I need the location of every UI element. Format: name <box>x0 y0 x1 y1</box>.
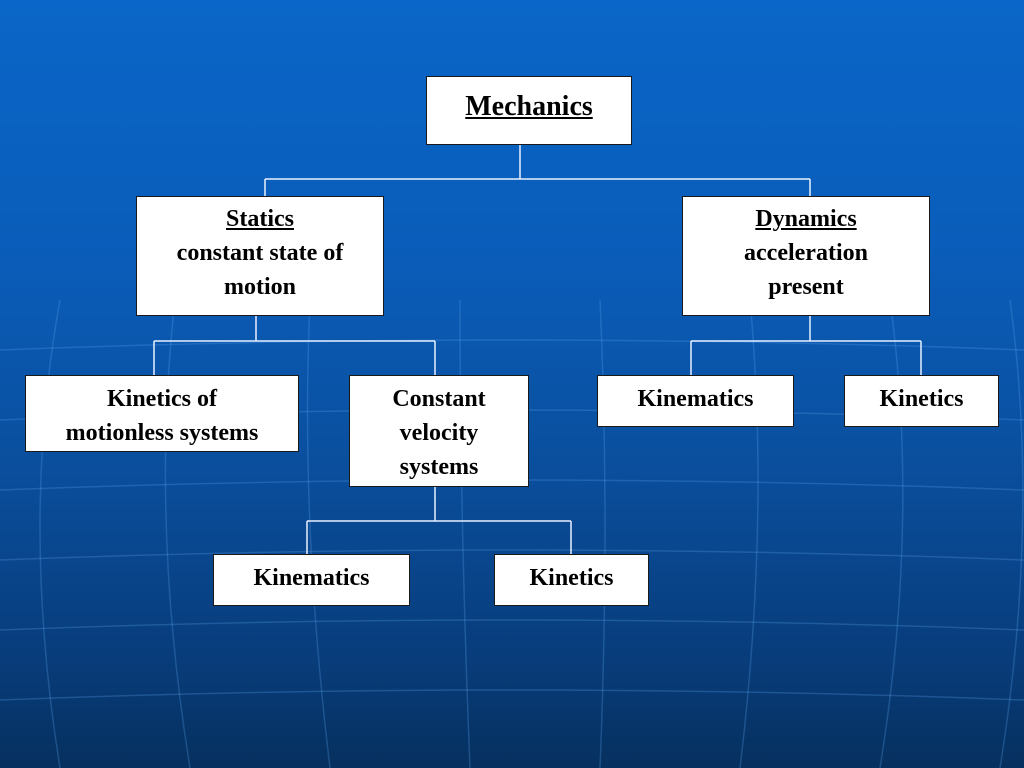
node-dynamics-kinematics: Kinematics <box>597 375 794 427</box>
node-mechanics-label: Mechanics <box>465 91 593 122</box>
node-cv-kinetics-label: Kinetics <box>529 565 614 591</box>
node-dynamics-kinetics: Kinetics <box>844 375 999 427</box>
node-constant-velocity-line1: Constant <box>392 386 486 412</box>
node-constant-velocity-line2: velocity <box>399 420 479 446</box>
node-constant-velocity-line3: systems <box>399 454 479 480</box>
node-kinetics-motionless: Kinetics of motionless systems <box>25 375 299 452</box>
node-dynamics-line2: present <box>768 274 844 300</box>
node-cv-kinematics-label: Kinematics <box>253 565 370 591</box>
node-dynamics-line1: acceleration <box>744 240 868 266</box>
node-dynamics: Dynamics acceleration present <box>682 196 930 316</box>
node-statics-title: Statics <box>226 206 294 232</box>
node-statics: Statics constant state of motion <box>136 196 384 316</box>
node-constant-velocity: Constant velocity systems <box>349 375 529 487</box>
node-dynamics-kinematics-label: Kinematics <box>637 386 754 412</box>
node-cv-kinematics: Kinematics <box>213 554 410 606</box>
node-statics-line1: constant state of <box>176 240 344 266</box>
node-dynamics-title: Dynamics <box>755 206 857 232</box>
node-dynamics-kinetics-label: Kinetics <box>879 386 964 412</box>
node-statics-line2: motion <box>224 274 296 300</box>
node-cv-kinetics: Kinetics <box>494 554 649 606</box>
node-kinetics-motionless-line1: Kinetics of <box>107 386 217 412</box>
node-mechanics: Mechanics <box>426 76 632 145</box>
node-kinetics-motionless-line2: motionless systems <box>65 420 259 446</box>
